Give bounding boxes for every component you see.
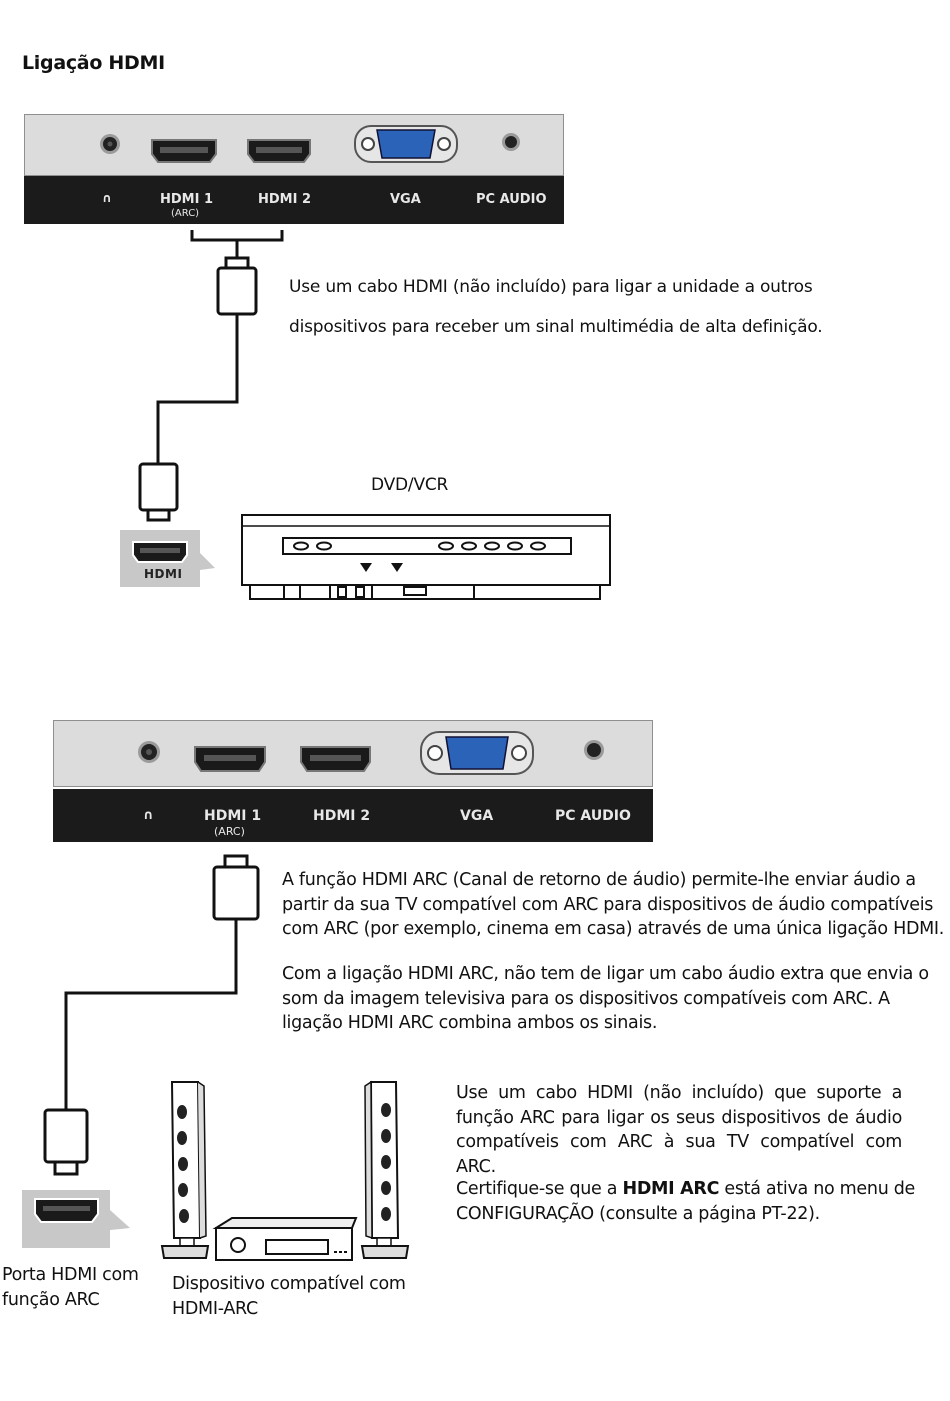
pc-audio-label: PC AUDIO bbox=[476, 192, 547, 207]
tv-panel-1-labels: ∩ HDMI 1 (ARC) HDMI 2 VGA PC AUDIO bbox=[24, 176, 564, 224]
hdmi2-label-2: HDMI 2 bbox=[313, 808, 371, 824]
pc-audio-label-2: PC AUDIO bbox=[555, 808, 631, 824]
arc-description-para3: Use um cabo HDMI (não incluído) que supo… bbox=[456, 1083, 902, 1177]
headphone-icon: ∩ bbox=[102, 191, 112, 205]
hdmi1-arc-label-2: (ARC) bbox=[214, 825, 245, 838]
hdmi1-port-1 bbox=[151, 139, 217, 163]
section1-text-line1: Use um cabo HDMI (não incluído) para lig… bbox=[289, 277, 813, 297]
arc-device-caption: Dispositivo compatível com HDMI-ARC bbox=[172, 1274, 406, 1319]
para4-bold: HDMI ARC bbox=[622, 1179, 720, 1199]
headphone-jack-1 bbox=[100, 134, 120, 154]
vga-port-2 bbox=[420, 731, 534, 775]
vga-port-1 bbox=[354, 125, 458, 163]
vga-label-2: VGA bbox=[460, 808, 494, 824]
section1-text-line2: dispositivos para receber um sinal multi… bbox=[289, 317, 823, 337]
hdmi1-arc-label: (ARC) bbox=[171, 208, 200, 219]
vga-label: VGA bbox=[390, 192, 421, 207]
hdmi2-port-2 bbox=[300, 746, 371, 772]
av-receiver bbox=[212, 1217, 358, 1261]
hdmi1-label-2: HDMI 1 bbox=[204, 808, 262, 824]
hdmi1-port-2 bbox=[194, 746, 266, 772]
arc-description-para2: Com a ligação HDMI ARC, não tem de ligar… bbox=[282, 964, 929, 1033]
arc-port-caption: Porta HDMI com função ARC bbox=[2, 1265, 139, 1310]
dvd-vcr-label: DVD/VCR bbox=[371, 475, 449, 495]
headphone-icon: ∩ bbox=[143, 808, 154, 823]
pc-audio-jack-2 bbox=[584, 740, 604, 760]
dvd-vcr-device bbox=[241, 514, 611, 600]
hdmi-port-label-1: HDMI bbox=[144, 567, 183, 581]
hdmi2-port-1 bbox=[247, 139, 311, 163]
pc-audio-jack-1 bbox=[502, 133, 520, 151]
arc-description-para1: A função HDMI ARC (Canal de retorno de á… bbox=[282, 870, 945, 939]
hdmi1-label: HDMI 1 bbox=[160, 192, 214, 207]
para4-prefix: Certifique-se que a bbox=[456, 1179, 623, 1199]
hdmi2-label: HDMI 2 bbox=[258, 192, 312, 207]
tv-panel-2-labels: ∩ HDMI 1 (ARC) HDMI 2 VGA PC AUDIO bbox=[53, 789, 653, 842]
page-title: Ligação HDMI bbox=[22, 52, 165, 74]
headphone-jack-2 bbox=[138, 741, 160, 763]
arc-description-para4: Certifique-se que a HDMI ARC está ativa … bbox=[456, 1177, 916, 1226]
para4-suffix: está ativa no menu de CONFIGURAÇÃO (cons… bbox=[456, 1179, 916, 1224]
right-speaker bbox=[360, 1080, 410, 1259]
left-speaker bbox=[160, 1081, 210, 1259]
